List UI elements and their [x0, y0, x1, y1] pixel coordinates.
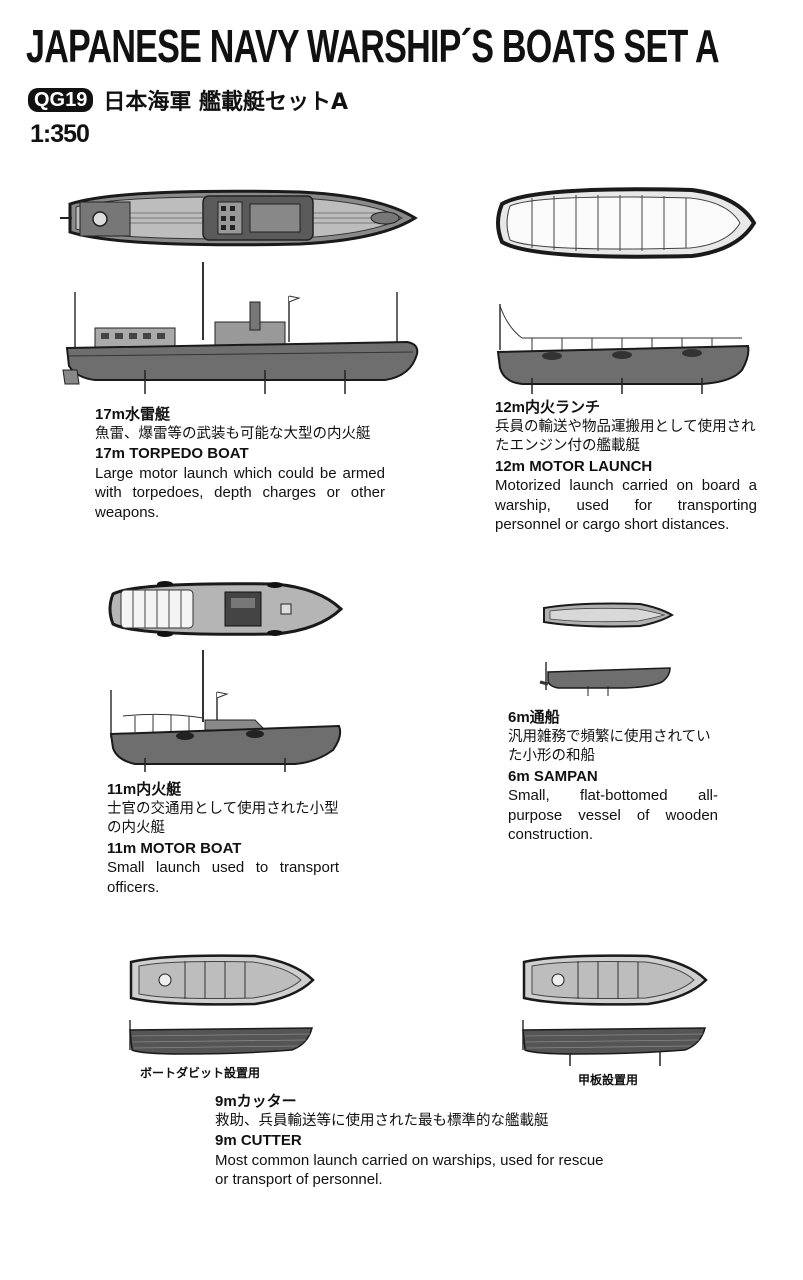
- motor-boat-description: 11m内火艇 士官の交通用として使用された小型の内火艇 11m MOTOR BO…: [107, 780, 339, 897]
- cutter-deck-side-view: [522, 1020, 706, 1066]
- cutter-davit-top-view: [129, 954, 315, 1006]
- torpedo-boat-en-name: 17m TORPEDO BOAT: [95, 445, 249, 462]
- torpedo-boat-jp-name: 17m水雷艇: [95, 406, 171, 423]
- sampan-side-view: [539, 662, 671, 696]
- japanese-title: 日本海軍 艦載艇セットA: [103, 90, 349, 115]
- page-title: JAPANESE NAVY WARSHIP´S BOATS SET A: [26, 20, 720, 72]
- sampan-jp-desc: 汎用雑務で頻繁に使用されていた小形の和船: [508, 728, 711, 765]
- cutter-deck-caption: 甲板設置用: [578, 1073, 639, 1087]
- motor-launch-side-view: [496, 304, 750, 394]
- cutter-en-name: 9m CUTTER: [215, 1132, 302, 1149]
- motor-launch-jp-desc: 兵員の輸送や物品運搬用として使用されたエンジン付の艦載艇: [495, 418, 756, 455]
- sampan-jp-name: 6m通船: [508, 709, 560, 726]
- sampan-top-view: [543, 602, 674, 628]
- cutter-jp-desc: 救助、兵員輸送等に使用された最も標準的な艦載艇: [215, 1112, 549, 1129]
- motor-boat-top-view: [108, 581, 344, 637]
- motor-launch-top-view: [496, 187, 757, 259]
- cutter-davit-side-view: [129, 1020, 313, 1055]
- motor-launch-en-name: 12m MOTOR LAUNCH: [495, 457, 653, 475]
- motor-launch-description: 12m内火ランチ 兵員の輸送や物品運搬用として使用されたエンジン付の艦載艇 12…: [495, 398, 757, 535]
- motor-boat-en-name: 11m MOTOR BOAT: [107, 839, 242, 857]
- sampan-description: 6m通船 汎用雑務で頻繁に使用されていた小形の和船 6m SAMPAN Smal…: [508, 708, 718, 845]
- motor-launch-jp-name: 12m内火ランチ: [495, 399, 601, 416]
- cutter-deck-top-view: [522, 954, 708, 1006]
- sampan-en-desc: Small, flat-bottomed all-purpose vessel …: [508, 787, 718, 843]
- sampan-en-name: 6m SAMPAN: [508, 767, 598, 785]
- motor-boat-jp-name: 11m内火艇: [107, 781, 182, 798]
- scale-label: 1:350: [30, 120, 90, 148]
- torpedo-boat-top-view: [60, 189, 418, 247]
- torpedo-boat-side-view: [62, 262, 419, 394]
- torpedo-boat-description: 17m水雷艇 魚雷、爆雷等の武装も可能な大型の内火艇 17m TORPEDO B…: [95, 405, 385, 522]
- motor-launch-en-desc: Motorized launch carried on board a wars…: [495, 477, 757, 533]
- torpedo-boat-jp-desc: 魚雷、爆雷等の武装も可能な大型の内火艇: [95, 425, 371, 442]
- motor-boat-jp-desc: 士官の交通用として使用された小型の内火艇: [107, 800, 339, 837]
- motor-boat-side-view: [109, 650, 342, 772]
- motor-boat-en-desc: Small launch used to transport officers.: [107, 859, 339, 896]
- product-code-badge: QG19: [28, 88, 94, 112]
- cutter-davit-caption: ボートダビット設置用: [140, 1066, 261, 1080]
- cutter-description: 9mカッター 救助、兵員輸送等に使用された最も標準的な艦載艇 9m CUTTER…: [215, 1092, 615, 1190]
- product-code-row: QG19 日本海軍 艦載艇セットA: [28, 84, 348, 116]
- torpedo-boat-en-desc: Large motor launch which could be armed …: [95, 464, 385, 521]
- cutter-jp-name: 9mカッター: [215, 1093, 297, 1110]
- cutter-en-desc: Most common launch carried on warships, …: [215, 1151, 604, 1189]
